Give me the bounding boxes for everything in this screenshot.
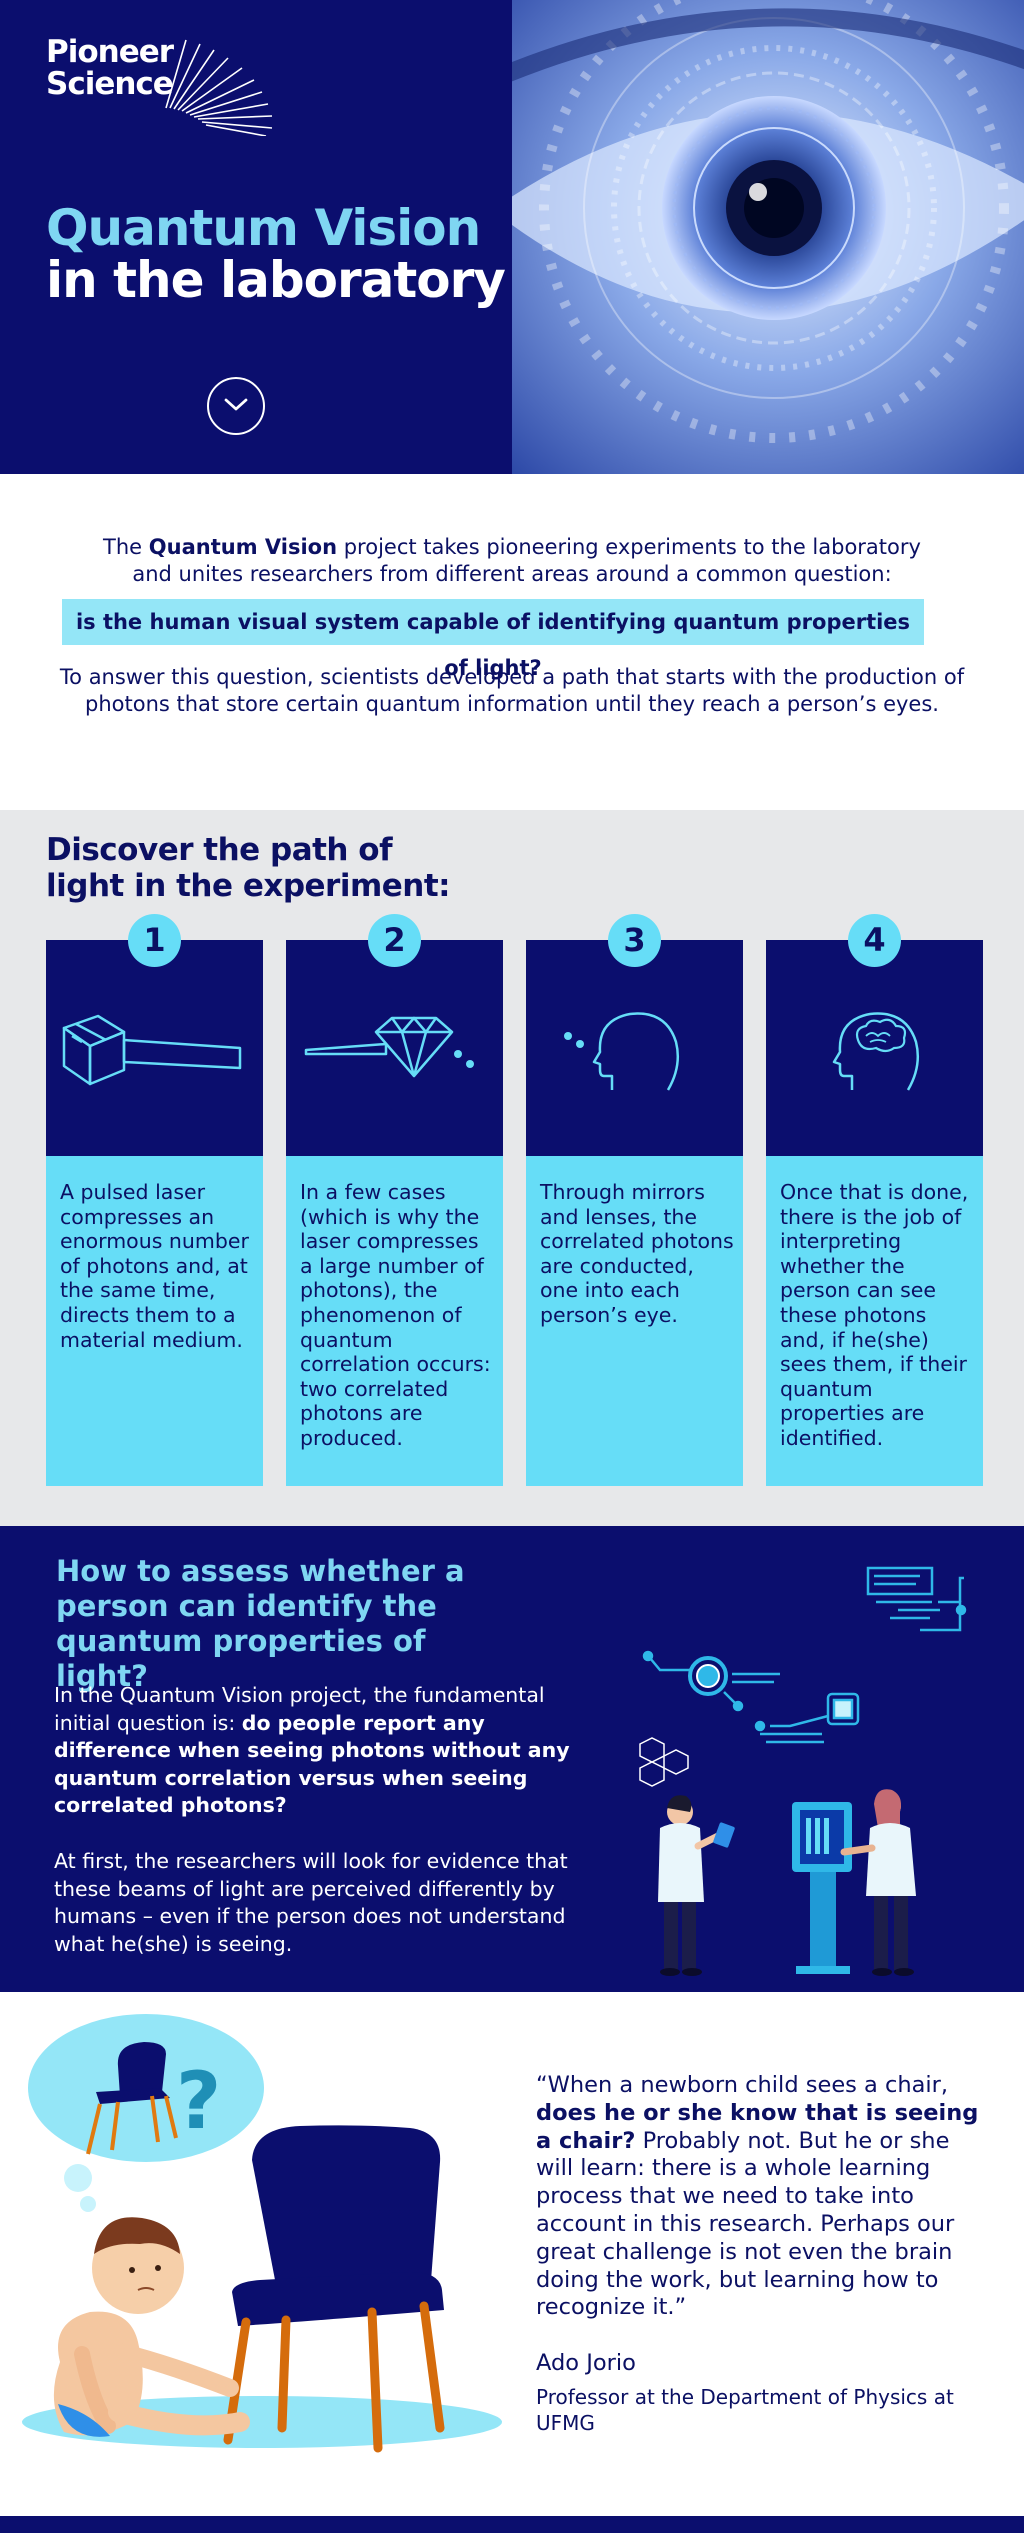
step-number: 3: [608, 914, 661, 967]
step-number: 1: [128, 914, 181, 967]
logo-line2: Science: [46, 66, 174, 102]
hero-title-line1: Quantum Vision: [46, 199, 481, 257]
intro-section: The Quantum Vision project takes pioneer…: [0, 474, 1024, 810]
intro-paragraph-1: The Quantum Vision project takes pioneer…: [103, 535, 921, 586]
brain-head-icon: [832, 1012, 919, 1091]
step-card-3: 3 Through mirrors and lenses, the correl…: [526, 914, 743, 1486]
logo-line1: Pioneer: [46, 34, 174, 70]
intro-question-highlight: is the human visual system capable of id…: [62, 599, 924, 680]
chevron-down-icon: [224, 398, 248, 411]
baby-and-chair-illustration: ?: [22, 2014, 502, 2453]
quote-author-role: Professor at the Department of Physics a…: [536, 2385, 954, 2435]
step-card-4: 4 Once that is done, there is the job of…: [766, 914, 983, 1486]
diamond-icon: [304, 1016, 474, 1078]
quote-author: Ado Jorio: [536, 2350, 636, 2376]
assess-section: How to assess whether a person can ident…: [0, 1526, 1024, 1992]
eye-image: [512, 0, 1024, 474]
hero-title: Quantum Vision in the laboratory: [46, 199, 506, 309]
hero-banner: Pioneer Science Quantum Vision in the la…: [0, 0, 1024, 474]
step-text: A pulsed laser compresses an enormous nu…: [60, 1180, 249, 1352]
step-card-2: 2 In a few cases (which is why the laser…: [286, 914, 503, 1486]
scroll-down-button[interactable]: [207, 377, 265, 435]
footer-bar: [0, 2516, 1024, 2533]
sunburst-icon: [165, 39, 273, 136]
step-card-1: 1 A pulsed laser compresses an enormous …: [46, 914, 263, 1486]
step-number: 2: [368, 914, 421, 967]
assess-title: How to assess whether a person can ident…: [56, 1554, 465, 1693]
intro-paragraph-2: To answer this question, scientists deve…: [59, 665, 965, 716]
pioneer-science-logo[interactable]: Pioneer Science: [46, 36, 286, 146]
step-number: 4: [848, 914, 901, 967]
step-text: Through mirrors and lenses, the correlat…: [540, 1180, 734, 1327]
svg-text:?: ?: [176, 2057, 221, 2147]
quote-text: “When a newborn child sees a chair, does…: [536, 2072, 979, 2321]
assess-paragraph-1: In the Quantum Vision project, the funda…: [54, 1683, 570, 1817]
assess-paragraph-2: At first, the researchers will look for …: [54, 1849, 568, 1956]
laser-box-icon: [62, 1014, 242, 1086]
logo-text: Pioneer Science: [46, 34, 174, 102]
scientists-illustration: [639, 1566, 967, 1976]
step-text: Once that is done, there is the job of i…: [780, 1180, 969, 1450]
hero-title-line2: in the laboratory: [46, 251, 506, 309]
head-profile-icon: [564, 1012, 679, 1091]
step-text: In a few cases (which is why the laser c…: [300, 1180, 491, 1450]
quote-section: ? “When a newborn child sees a chair, do…: [0, 1992, 1024, 2516]
